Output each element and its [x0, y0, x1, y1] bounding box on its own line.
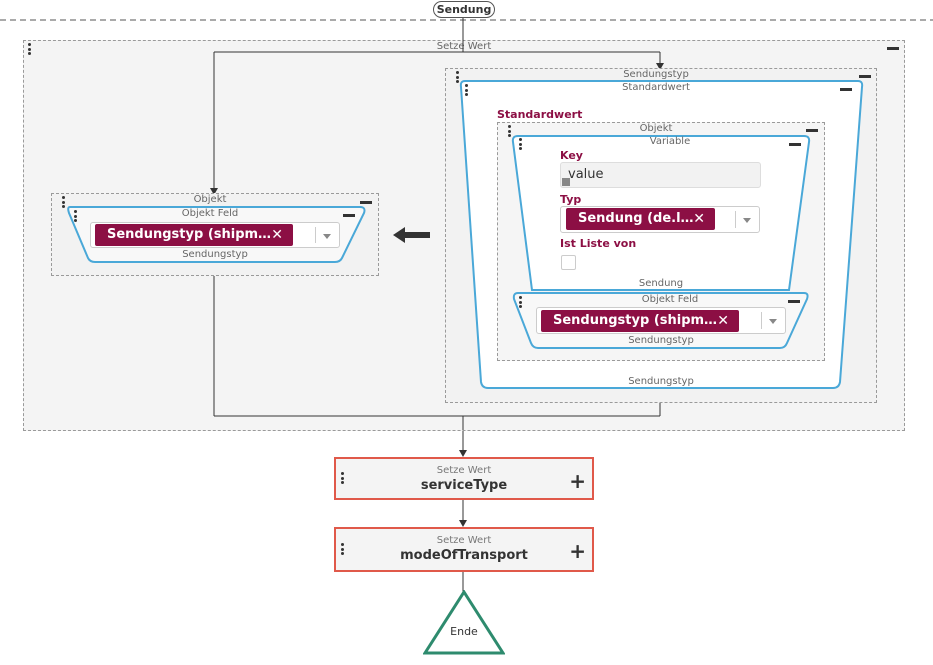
type-label: Typ: [560, 193, 582, 206]
default-value-footer: Sendungstyp: [628, 376, 694, 387]
end-node-label: Ende: [450, 625, 478, 638]
left-field-select-separator: [315, 227, 316, 243]
start-node[interactable]: Sendung: [433, 1, 495, 18]
arrow-left-icon: [393, 227, 430, 243]
chevron-down-icon[interactable]: [743, 218, 751, 223]
chevron-down-icon[interactable]: [323, 234, 331, 239]
resize-handle-icon[interactable]: [562, 178, 570, 186]
key-label: Key: [560, 149, 583, 162]
default-value-label: Standardwert: [497, 108, 583, 121]
key-input[interactable]: value: [560, 162, 761, 188]
list-checkbox[interactable]: [561, 255, 576, 270]
close-icon[interactable]: ✕: [693, 211, 705, 227]
inner-object-collapse-icon[interactable]: [806, 129, 818, 132]
node-menu-icon[interactable]: [341, 543, 344, 557]
left-object-menu-icon[interactable]: [62, 196, 65, 210]
node-menu-icon[interactable]: [341, 472, 344, 486]
set-value-node-service-type[interactable]: Setze Wert serviceType +: [334, 457, 594, 500]
default-value-title: Standardwert: [622, 82, 690, 93]
node-title: modeOfTransport: [400, 548, 528, 563]
end-node-shape[interactable]: [423, 590, 505, 655]
inner-object-title: Objekt: [639, 123, 673, 134]
type-tag[interactable]: Sendung (de.l… ✕: [566, 208, 715, 230]
left-field-collapse-icon[interactable]: [343, 214, 355, 217]
inner-field-tag[interactable]: Sendungstyp (shipm… ✕: [541, 310, 739, 332]
inner-field-title: Objekt Feld: [641, 294, 699, 305]
outer-menu-icon[interactable]: [28, 43, 31, 57]
close-icon[interactable]: ✕: [717, 313, 729, 329]
outer-collapse-icon[interactable]: [887, 47, 899, 50]
outer-set-value-title: Setze Wert: [436, 41, 492, 52]
inner-field-menu-icon[interactable]: [519, 296, 522, 310]
variable-title: Variable: [649, 136, 691, 147]
plus-icon[interactable]: +: [569, 539, 586, 563]
variable-menu-icon[interactable]: [519, 138, 522, 152]
node-title: serviceType: [420, 478, 508, 493]
type-select-separator: [735, 211, 736, 228]
inner-object-menu-icon[interactable]: [508, 125, 511, 139]
node-subtitle: Setze Wert: [436, 535, 492, 546]
plus-icon[interactable]: +: [569, 469, 586, 493]
close-icon[interactable]: ✕: [271, 227, 283, 243]
chevron-down-icon[interactable]: [769, 319, 777, 324]
inner-field-tag-label: Sendungstyp (shipm…: [553, 313, 718, 328]
list-label: Ist Liste von: [560, 237, 637, 250]
set-value-node-mode-of-transport[interactable]: Setze Wert modeOfTransport +: [334, 527, 594, 572]
inner-field-footer: Sendungstyp: [628, 335, 694, 346]
left-object-title: Objekt: [193, 194, 227, 205]
left-field-menu-icon[interactable]: [74, 210, 77, 224]
inner-field-collapse-icon[interactable]: [788, 300, 800, 303]
type-tag-label: Sendung (de.l…: [578, 211, 694, 226]
default-value-collapse-icon[interactable]: [840, 88, 852, 91]
right-type-collapse-icon[interactable]: [859, 75, 871, 78]
left-field-tag-label: Sendungstyp (shipm…: [107, 227, 272, 242]
right-type-menu-icon[interactable]: [456, 71, 459, 85]
key-input-value: value: [568, 167, 604, 182]
left-field-tag[interactable]: Sendungstyp (shipm… ✕: [95, 224, 293, 246]
left-field-title: Objekt Feld: [181, 208, 239, 219]
sendung-label: Sendung: [638, 278, 684, 289]
left-field-footer: Sendungstyp: [182, 249, 248, 260]
node-subtitle: Setze Wert: [436, 465, 492, 476]
variable-collapse-icon[interactable]: [789, 143, 801, 146]
inner-field-select-separator: [761, 312, 762, 329]
right-type-title: Sendungstyp: [623, 69, 689, 80]
left-object-collapse-icon[interactable]: [360, 201, 372, 204]
default-value-menu-icon[interactable]: [465, 84, 468, 98]
